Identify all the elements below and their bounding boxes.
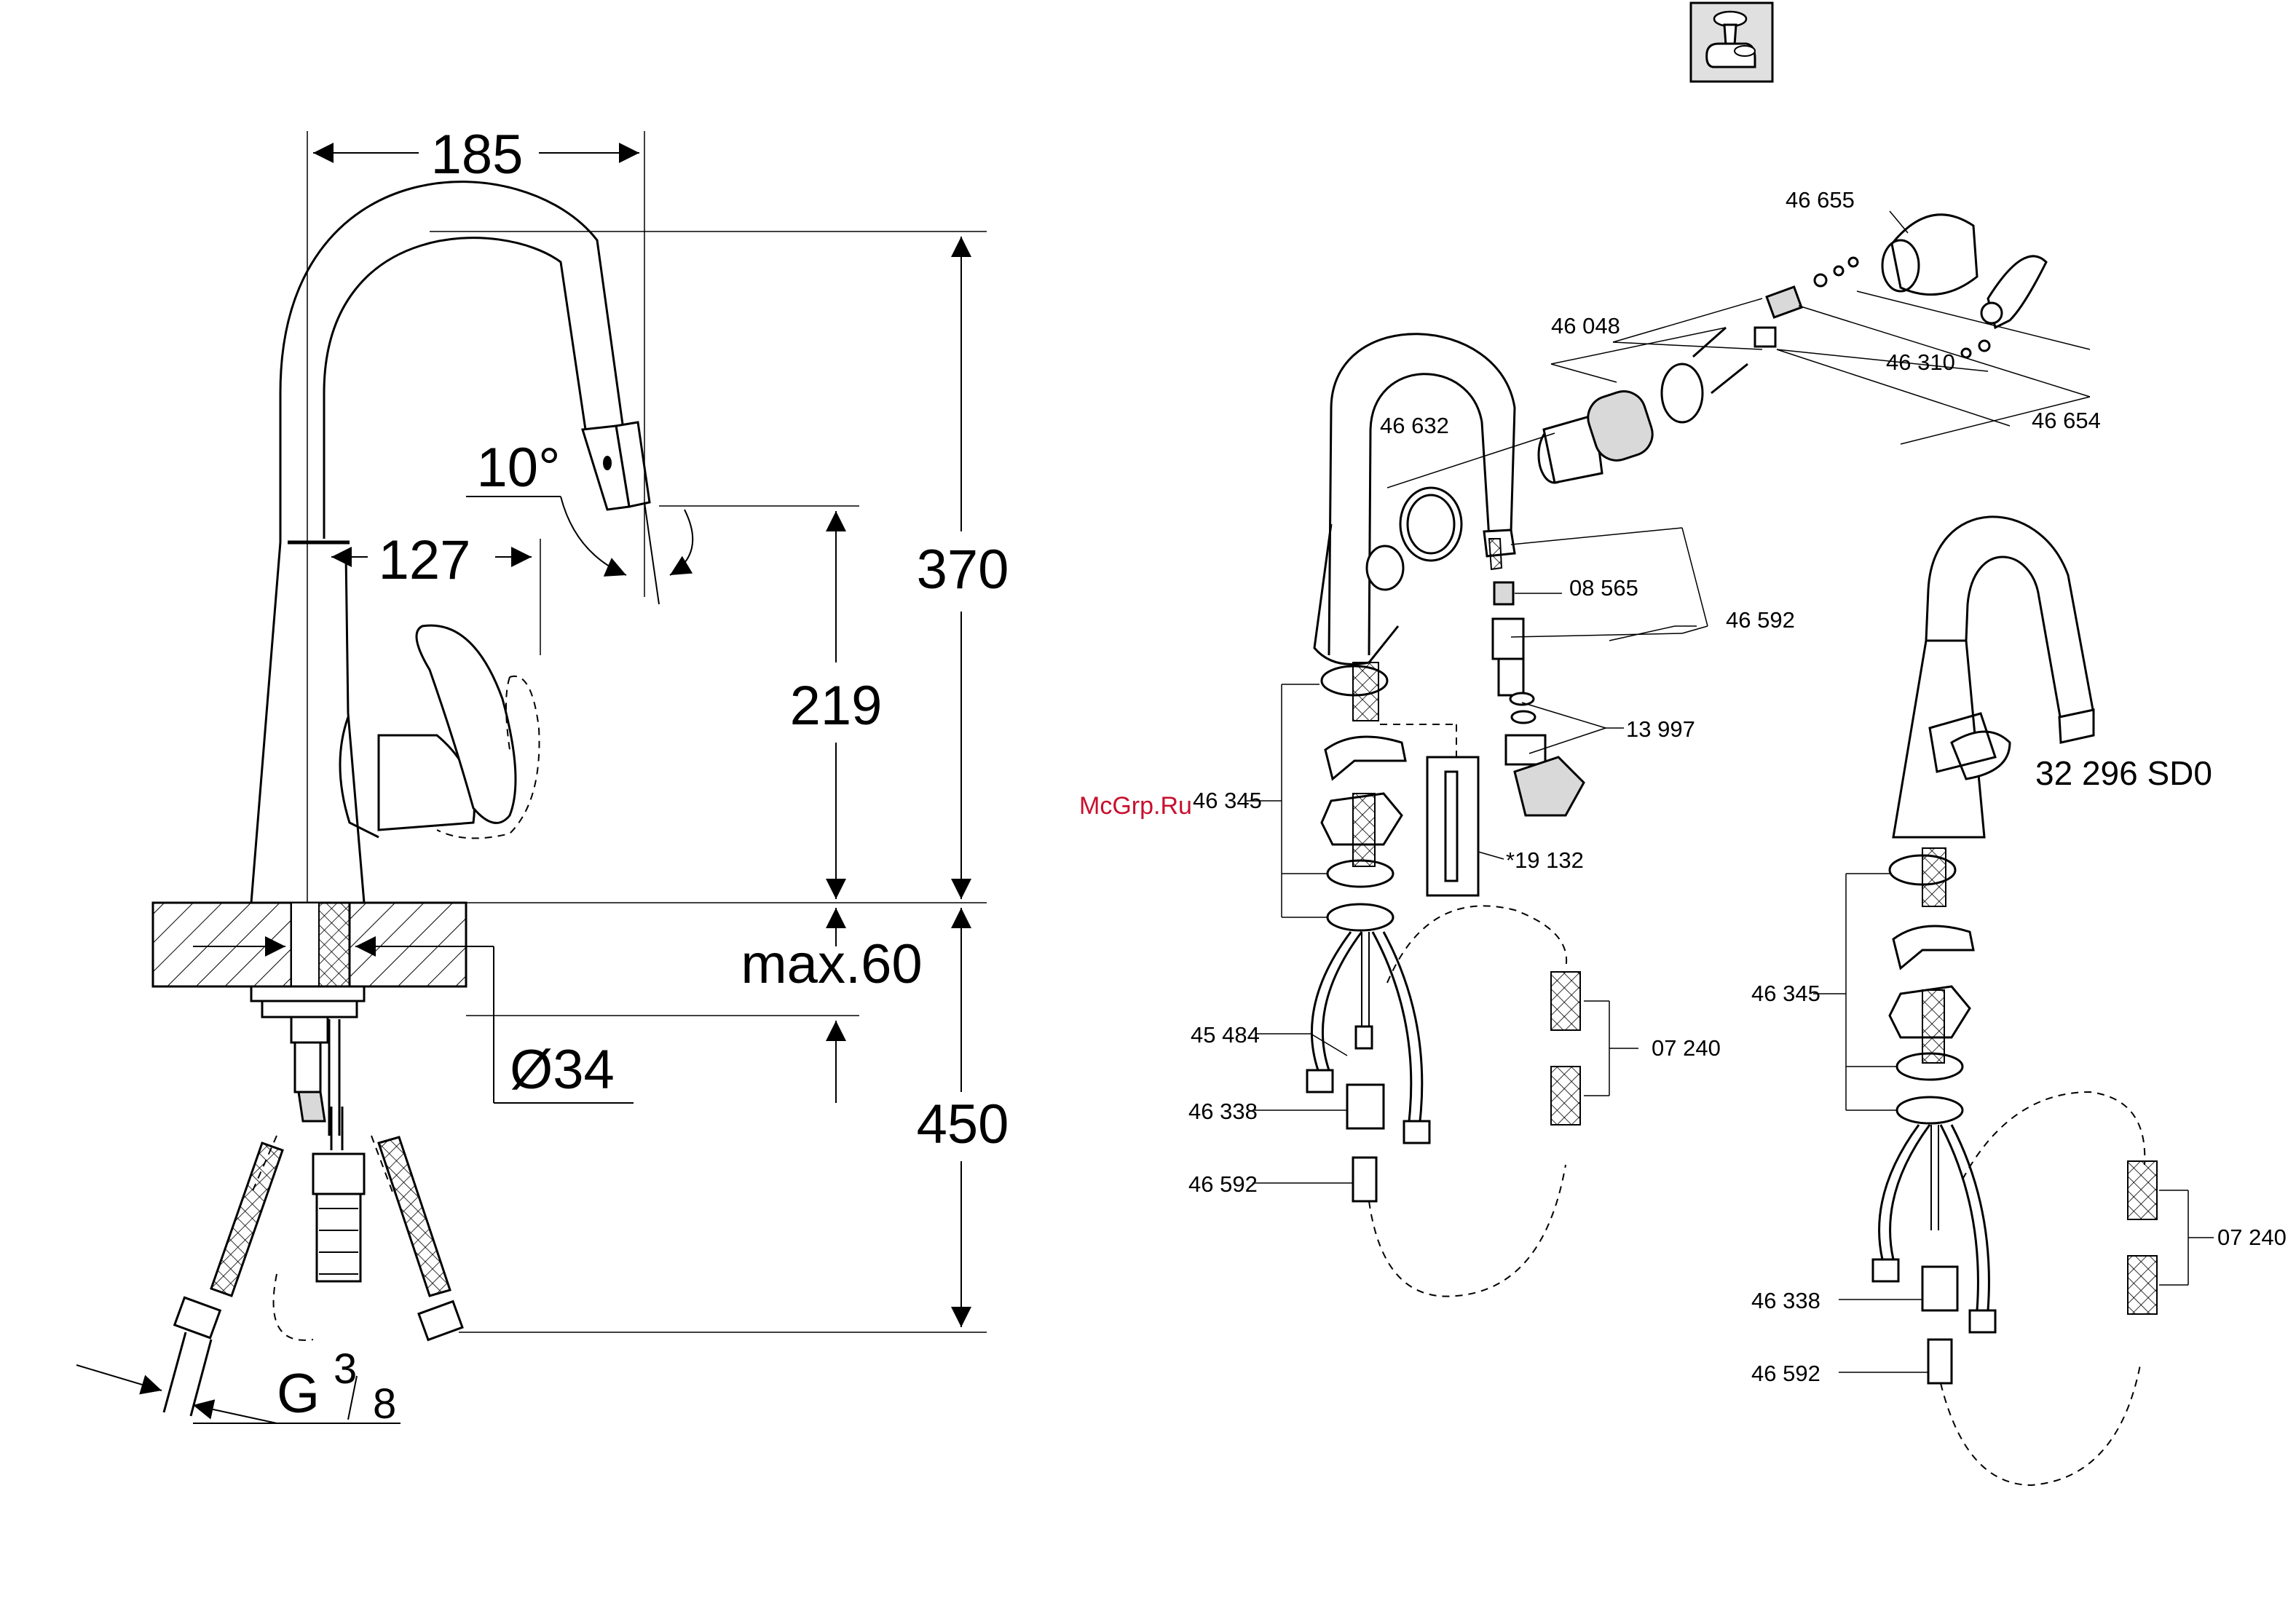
- watermark: McGrp.Ru: [1079, 792, 1192, 820]
- variant-hoses: [1839, 1092, 2145, 1485]
- label-46632: 46 632: [1380, 413, 1449, 438]
- dim-219-label: 219: [790, 675, 883, 737]
- label-46345: 46 345: [1193, 788, 1262, 813]
- supply-hoses-exploded: [1252, 906, 1566, 1296]
- dim-127-label: 127: [379, 529, 471, 591]
- label-46654: 46 654: [2032, 408, 2101, 433]
- thread-g-3-8: G 3 8: [76, 1345, 401, 1428]
- label-46310: 46 310: [1886, 349, 1955, 375]
- dim-370-label: 370: [917, 539, 1009, 601]
- exploded-parts-view: 46 655 46 048 46 310 46 654 46 632 08 56…: [1079, 187, 2101, 1297]
- cartridge-assembly: [1387, 211, 2090, 561]
- label-13997: 13 997: [1626, 716, 1695, 742]
- mounting-set: [1245, 662, 1405, 930]
- label-46592-b: 46 592: [1188, 1171, 1258, 1197]
- variant-view: 32 296 SD0 46 345 07 240 46 338 46 592: [1751, 517, 2287, 1485]
- variant-faucet-body: [1813, 517, 2094, 1123]
- dim-10-label: 10°: [477, 437, 561, 499]
- dimension-drawing: 185 10° 127 370 219: [76, 124, 1009, 1428]
- label-46592-right: 46 592: [1751, 1361, 1820, 1386]
- label-46338: 46 338: [1188, 1099, 1258, 1124]
- label-19132: *19 132: [1506, 847, 1584, 873]
- thread-g-label: G: [277, 1363, 320, 1425]
- label-07240-right: 07 240: [2217, 1225, 2287, 1250]
- label-07240: 07 240: [1652, 1035, 1721, 1061]
- dim-185-label: 185: [431, 124, 524, 186]
- label-46655: 46 655: [1786, 187, 1855, 213]
- lever-symbol-icon: [1691, 3, 1772, 82]
- countertop-section: [153, 903, 466, 986]
- exploded-faucet-body: [1314, 334, 1515, 665]
- thread-numerator: 3: [334, 1345, 357, 1393]
- label-45484: 45 484: [1191, 1022, 1260, 1048]
- part-labels-right: 32 296 SD0 46 345 07 240 46 338 46 592: [1751, 754, 2287, 1386]
- part-labels-left: 46 655 46 048 46 310 46 654 46 632 08 56…: [1188, 187, 2101, 1197]
- label-46048: 46 048: [1551, 313, 1620, 339]
- dim-max60-label: max.60: [741, 933, 922, 995]
- variant-springs: [2128, 1161, 2214, 1314]
- hose-assembly: [1489, 528, 1708, 815]
- dim-d34-label: Ø34: [510, 1039, 615, 1101]
- label-46345-right: 46 345: [1751, 981, 1820, 1006]
- label-46338-right: 46 338: [1751, 1288, 1820, 1313]
- label-08565: 08 565: [1569, 575, 1638, 601]
- label-46592-a: 46 592: [1726, 607, 1795, 633]
- dim-450-label: 450: [917, 1093, 1009, 1155]
- dim-370: 370: [430, 232, 1009, 899]
- dim-450: 450: [459, 908, 1009, 1332]
- dim-10-degree: 10°: [466, 437, 693, 604]
- springs: [1551, 972, 1638, 1125]
- mounting-fixings: [251, 986, 364, 1136]
- dim-219: 219: [659, 506, 882, 899]
- thread-denominator: 8: [373, 1380, 396, 1428]
- model-number: 32 296 SD0: [2035, 754, 2212, 792]
